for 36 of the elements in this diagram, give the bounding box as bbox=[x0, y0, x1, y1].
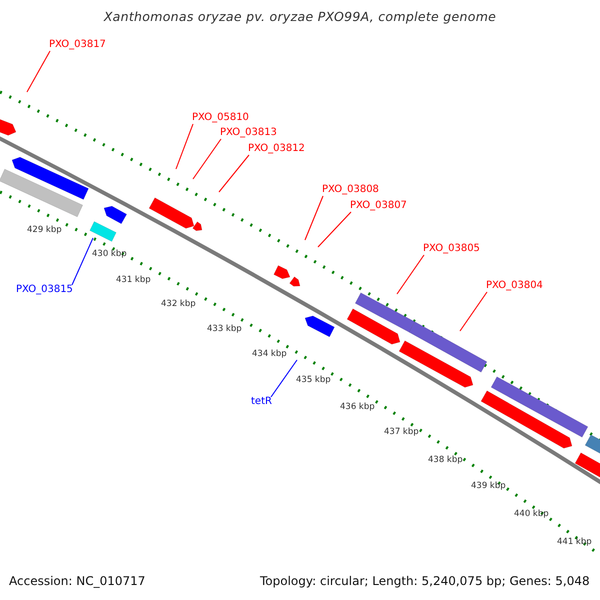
position-label: 436 kbp bbox=[340, 402, 375, 413]
gene-label: PXO_03804 bbox=[486, 279, 543, 292]
position-label: 431 kbp bbox=[116, 275, 151, 286]
position-label: 430 kbp bbox=[92, 249, 127, 260]
diagram-title: Xanthomonas oryzae pv. oryzae PXO99A, complete genome bbox=[102, 9, 498, 25]
position-label: 432 kbp bbox=[161, 299, 196, 310]
leader-line bbox=[318, 212, 352, 248]
position-label: 437 kbp bbox=[384, 427, 419, 438]
gene-label: PXO_03817 bbox=[49, 38, 106, 51]
position-label: 429 kbp bbox=[27, 225, 62, 236]
gene-label: PXO_05810 bbox=[192, 111, 249, 124]
position-label: 439 kbp bbox=[471, 481, 506, 492]
leader-line bbox=[270, 360, 298, 398]
gene-label: tetR bbox=[251, 395, 272, 408]
position-label: 433 kbp bbox=[207, 324, 242, 335]
leader-line bbox=[72, 238, 94, 286]
position-label: 441 kbp bbox=[557, 537, 592, 548]
leader-line bbox=[460, 292, 488, 332]
position-label: 435 kbp bbox=[296, 375, 331, 386]
footer-text: Accession: NC_010717 bbox=[9, 574, 146, 589]
leader-line bbox=[176, 124, 194, 170]
leader-line bbox=[396, 254, 424, 294]
gene-label: PXO_03812 bbox=[248, 142, 305, 155]
position-label: 438 kbp bbox=[428, 455, 463, 466]
leader-line bbox=[192, 138, 222, 180]
gene-label: PXO_03808 bbox=[322, 183, 379, 196]
position-label: 440 kbp bbox=[514, 509, 549, 520]
gene-label: PXO_03815 bbox=[16, 283, 73, 296]
position-label: 434 kbp bbox=[252, 349, 287, 360]
gene-label: PXO_03813 bbox=[220, 126, 277, 139]
leader-line bbox=[218, 154, 250, 192]
gene-label: PXO_03805 bbox=[423, 242, 480, 255]
leader-line bbox=[304, 196, 324, 240]
footer-text: Topology: circular; Length: 5,240,075 bp; Genes: 5,048 bbox=[260, 574, 590, 589]
leader-line bbox=[26, 50, 50, 92]
gene-label: PXO_03807 bbox=[350, 199, 407, 212]
